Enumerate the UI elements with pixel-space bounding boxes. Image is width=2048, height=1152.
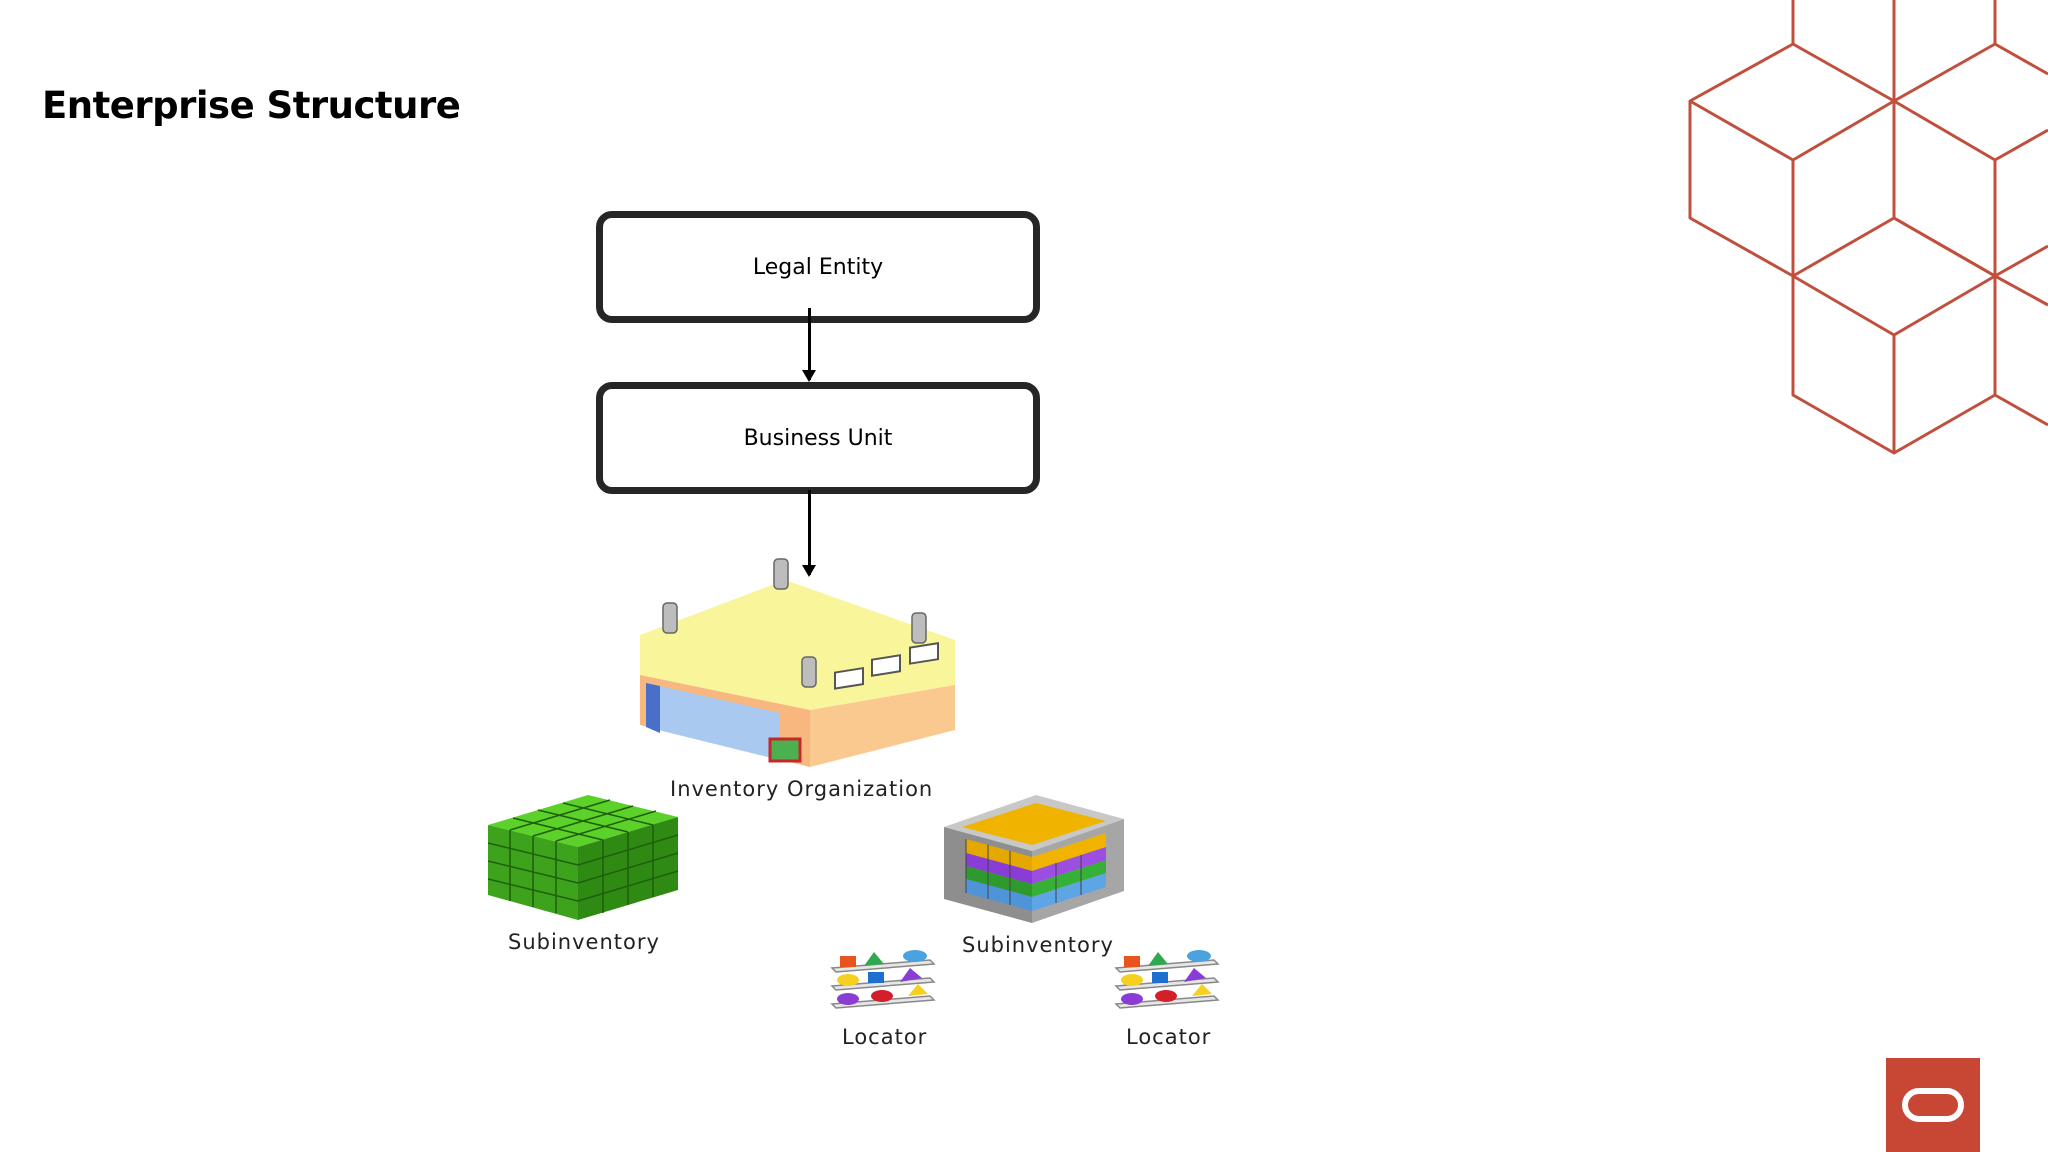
green-cube-stack-icon [488, 795, 679, 920]
subinventory-left-label: Subinventory [508, 930, 660, 954]
business-unit-label: Business Unit [743, 425, 893, 451]
slide-title: Enterprise Structure [42, 84, 461, 127]
arrow-bu-to-org [802, 490, 816, 577]
warehouse-icon [640, 558, 955, 767]
subinventory-right-label: Subinventory [962, 933, 1114, 957]
locator-shelf-icon-left [830, 950, 936, 1009]
arrow-legal-to-bu [802, 308, 816, 382]
hexagon-pattern-decoration [1688, 0, 2048, 455]
oracle-logo-icon [1886, 1058, 1980, 1152]
locator-left-label: Locator [842, 1025, 928, 1049]
legal-entity-label: Legal Entity [752, 254, 884, 280]
legal-entity-box: Legal Entity [596, 211, 1040, 323]
locator-shelf-icon-right [1114, 950, 1220, 1009]
locator-right-label: Locator [1126, 1025, 1212, 1049]
business-unit-box: Business Unit [596, 382, 1040, 494]
inventory-organization-label: Inventory Organization [670, 777, 934, 801]
multicolor-cube-stack-icon [944, 795, 1124, 923]
